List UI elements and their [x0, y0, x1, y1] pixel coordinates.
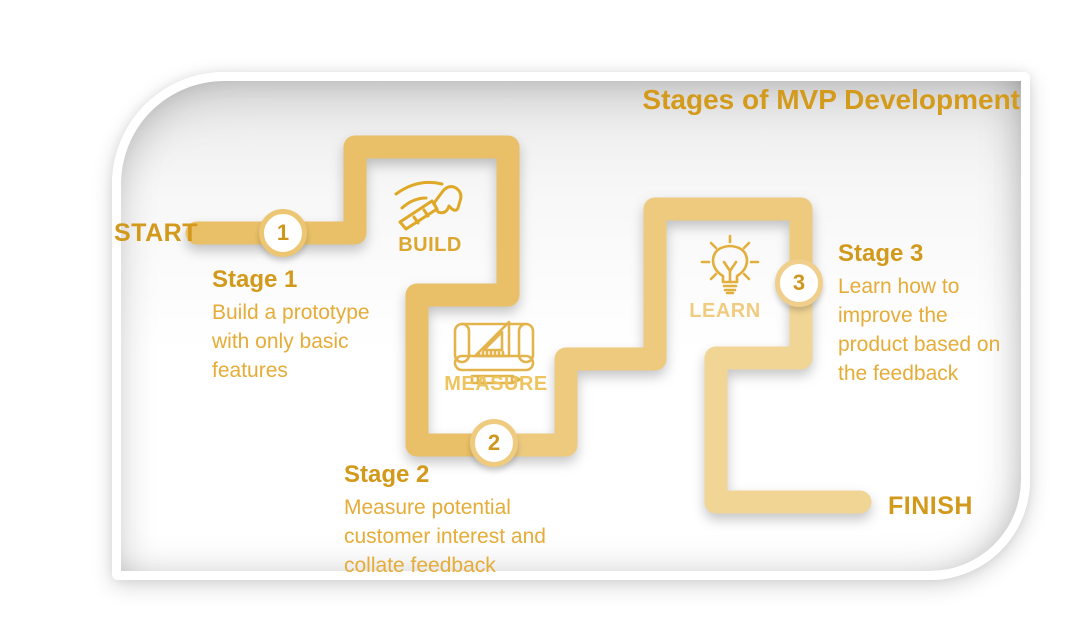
stage-2-number: 2 [487, 430, 501, 455]
lightbulb-icon [698, 234, 762, 309]
finish-label: FINISH [888, 492, 973, 520]
stage-3-description: Learn how to improve the product based o… [838, 275, 1001, 385]
step-label-build: BUILD [398, 234, 462, 256]
stage-3-heading: Stage 3 [838, 240, 924, 267]
page-title: Stages of MVP Development [642, 84, 1020, 115]
hammer-icon [388, 172, 470, 241]
route-segment-measure [482, 197, 813, 457]
stage-1-number: 1 [276, 220, 290, 245]
stage-3-number: 3 [792, 270, 806, 295]
blueprint-set-square-icon [448, 312, 540, 391]
step-label-measure: MEASURE [444, 373, 548, 395]
stage-2-node: 2 [470, 419, 518, 467]
route-segment-learn [704, 270, 872, 514]
start-label: START [114, 219, 198, 247]
stage-2-description: Measure potential customer interest and … [344, 496, 546, 577]
stage-1-heading: Stage 1 [212, 266, 298, 293]
stage-1-node: 1 [259, 209, 307, 257]
stage-3-node: 3 [775, 259, 823, 307]
stage-2-heading: Stage 2 [344, 461, 430, 488]
stage-2-block: Stage 2 Measure potential customer inter… [344, 461, 552, 580]
stage-1-block: Stage 1 Build a prototype with only basi… [212, 266, 404, 385]
infographic-card [112, 72, 1030, 580]
step-label-learn: LEARN [689, 300, 761, 322]
stage-1-description: Build a prototype with only basic featur… [212, 301, 370, 382]
route-segment-build [185, 135, 520, 457]
stage-3-block: Stage 3 Learn how to improve the product… [838, 240, 1016, 388]
